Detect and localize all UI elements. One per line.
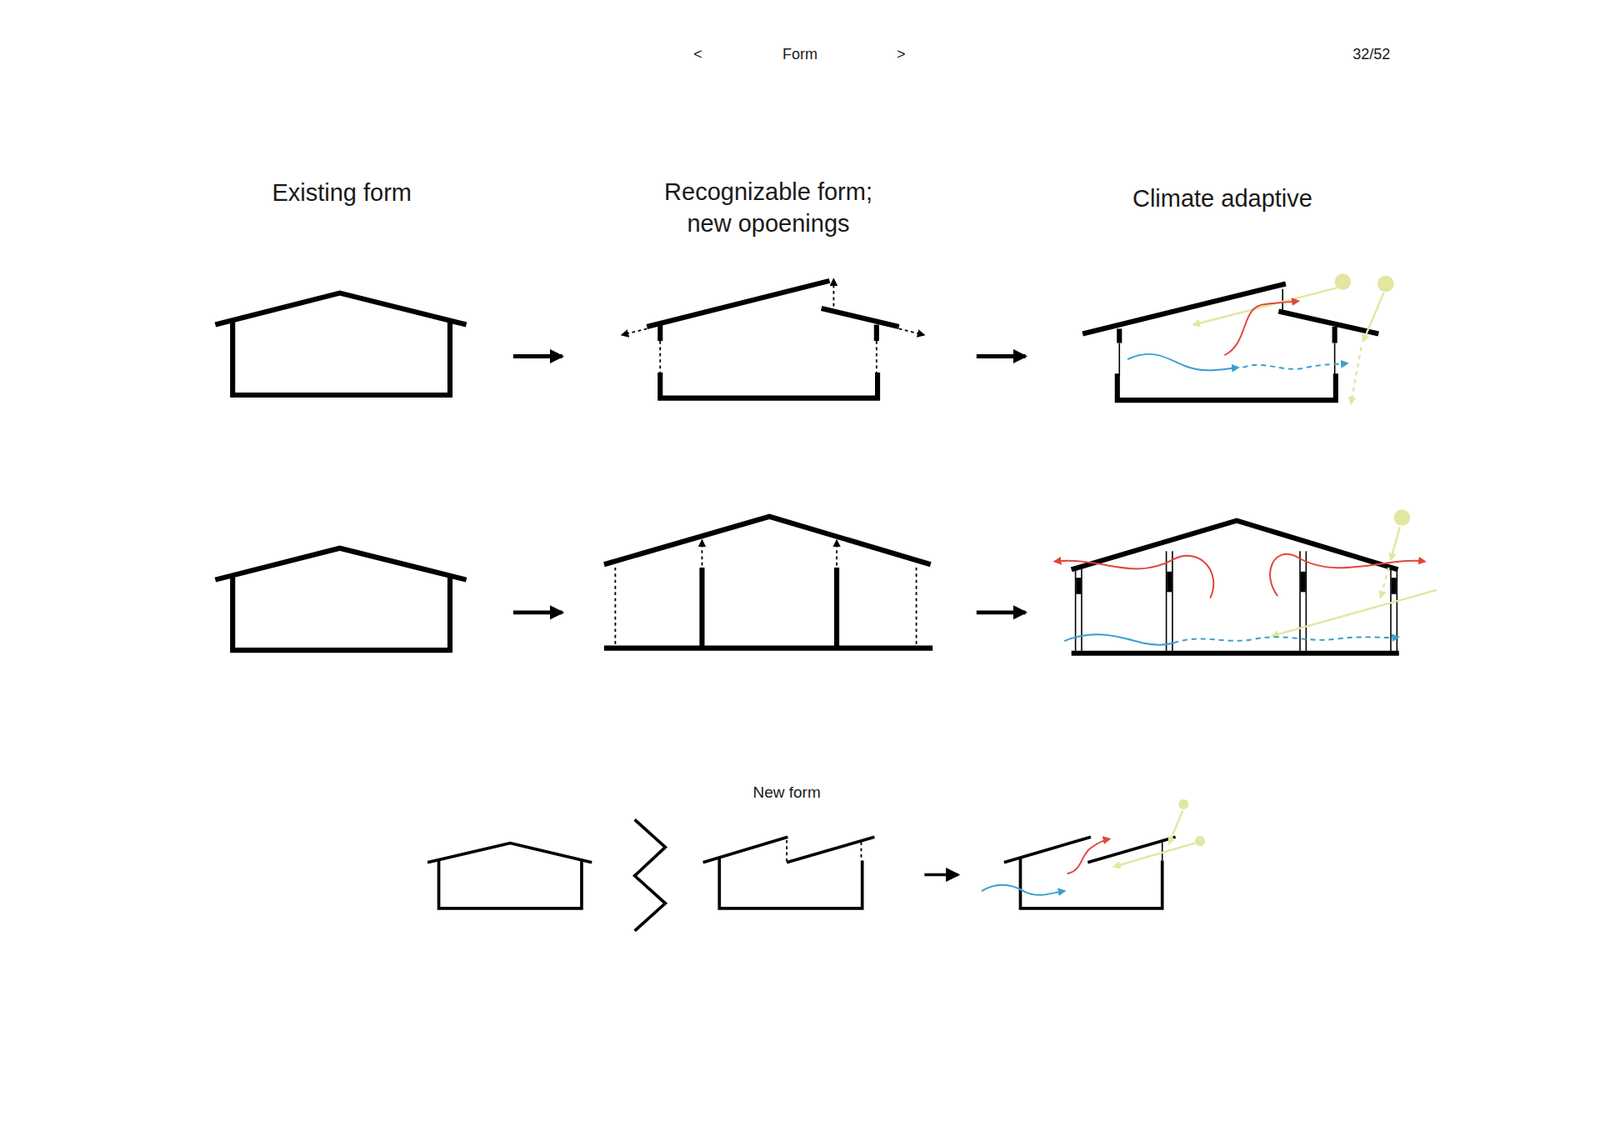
page-title: Form xyxy=(782,45,818,65)
page-number: 32/52 xyxy=(1352,45,1390,65)
column-heading: Existing form xyxy=(271,177,412,210)
row-heading: New form xyxy=(752,782,820,804)
nav-arrow: > xyxy=(896,45,906,65)
column-heading: Climate adaptive xyxy=(1132,183,1313,215)
column-heading: Recognizable form; new opoenings xyxy=(643,176,894,240)
nav-arrow: < xyxy=(693,45,703,65)
